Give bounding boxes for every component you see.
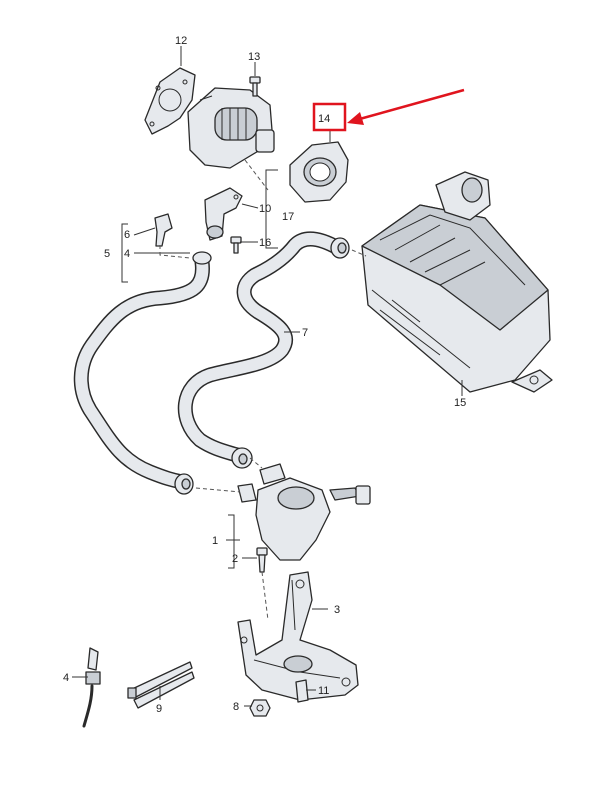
label-14: 14 [318,113,330,125]
hose-7 [177,231,350,469]
label-5: 5 [104,248,110,260]
flange-14 [289,141,349,203]
highlight-arrow [355,88,465,122]
nut-8 [249,699,271,717]
label-10: 10 [259,203,271,215]
label-7: 7 [302,327,308,339]
gasket-12 [144,67,196,135]
air-filter-15 [361,171,553,393]
clip-11 [295,679,309,703]
bolt-13 [249,76,261,97]
label-11: 11 [318,685,329,697]
cable-ties-9 [127,661,195,709]
label-13: 13 [248,51,260,63]
label-8: 8 [233,701,239,713]
leader-lines [72,46,463,707]
label-17: 17 [282,211,294,223]
label-2: 2 [232,553,238,565]
cable-tie-4 [82,647,101,728]
screw-16 [230,236,242,254]
label-3: 3 [334,604,340,616]
bracket-3 [237,571,359,701]
part-labels: 12 13 14 10 17 16 6 5 4 7 15 1 2 3 4 11 … [63,35,466,715]
label-15: 15 [454,397,466,409]
label-4-lower: 4 [63,672,69,684]
label-6: 6 [124,229,130,241]
pump-1 [237,463,371,561]
assembly-lines [159,159,367,621]
label-12: 12 [175,35,187,47]
label-16: 16 [259,237,271,249]
highlight-annotation [312,88,465,132]
label-4-upper: 4 [124,248,130,260]
highlight-box [312,102,347,132]
screw-2 [256,547,268,573]
hose-5 [73,251,212,495]
label-9: 9 [156,703,162,715]
egr-valve [187,87,275,169]
arrow-head [347,112,364,125]
sensor-6 [154,213,173,247]
pipe-10 [204,187,243,241]
label-1: 1 [212,535,218,547]
